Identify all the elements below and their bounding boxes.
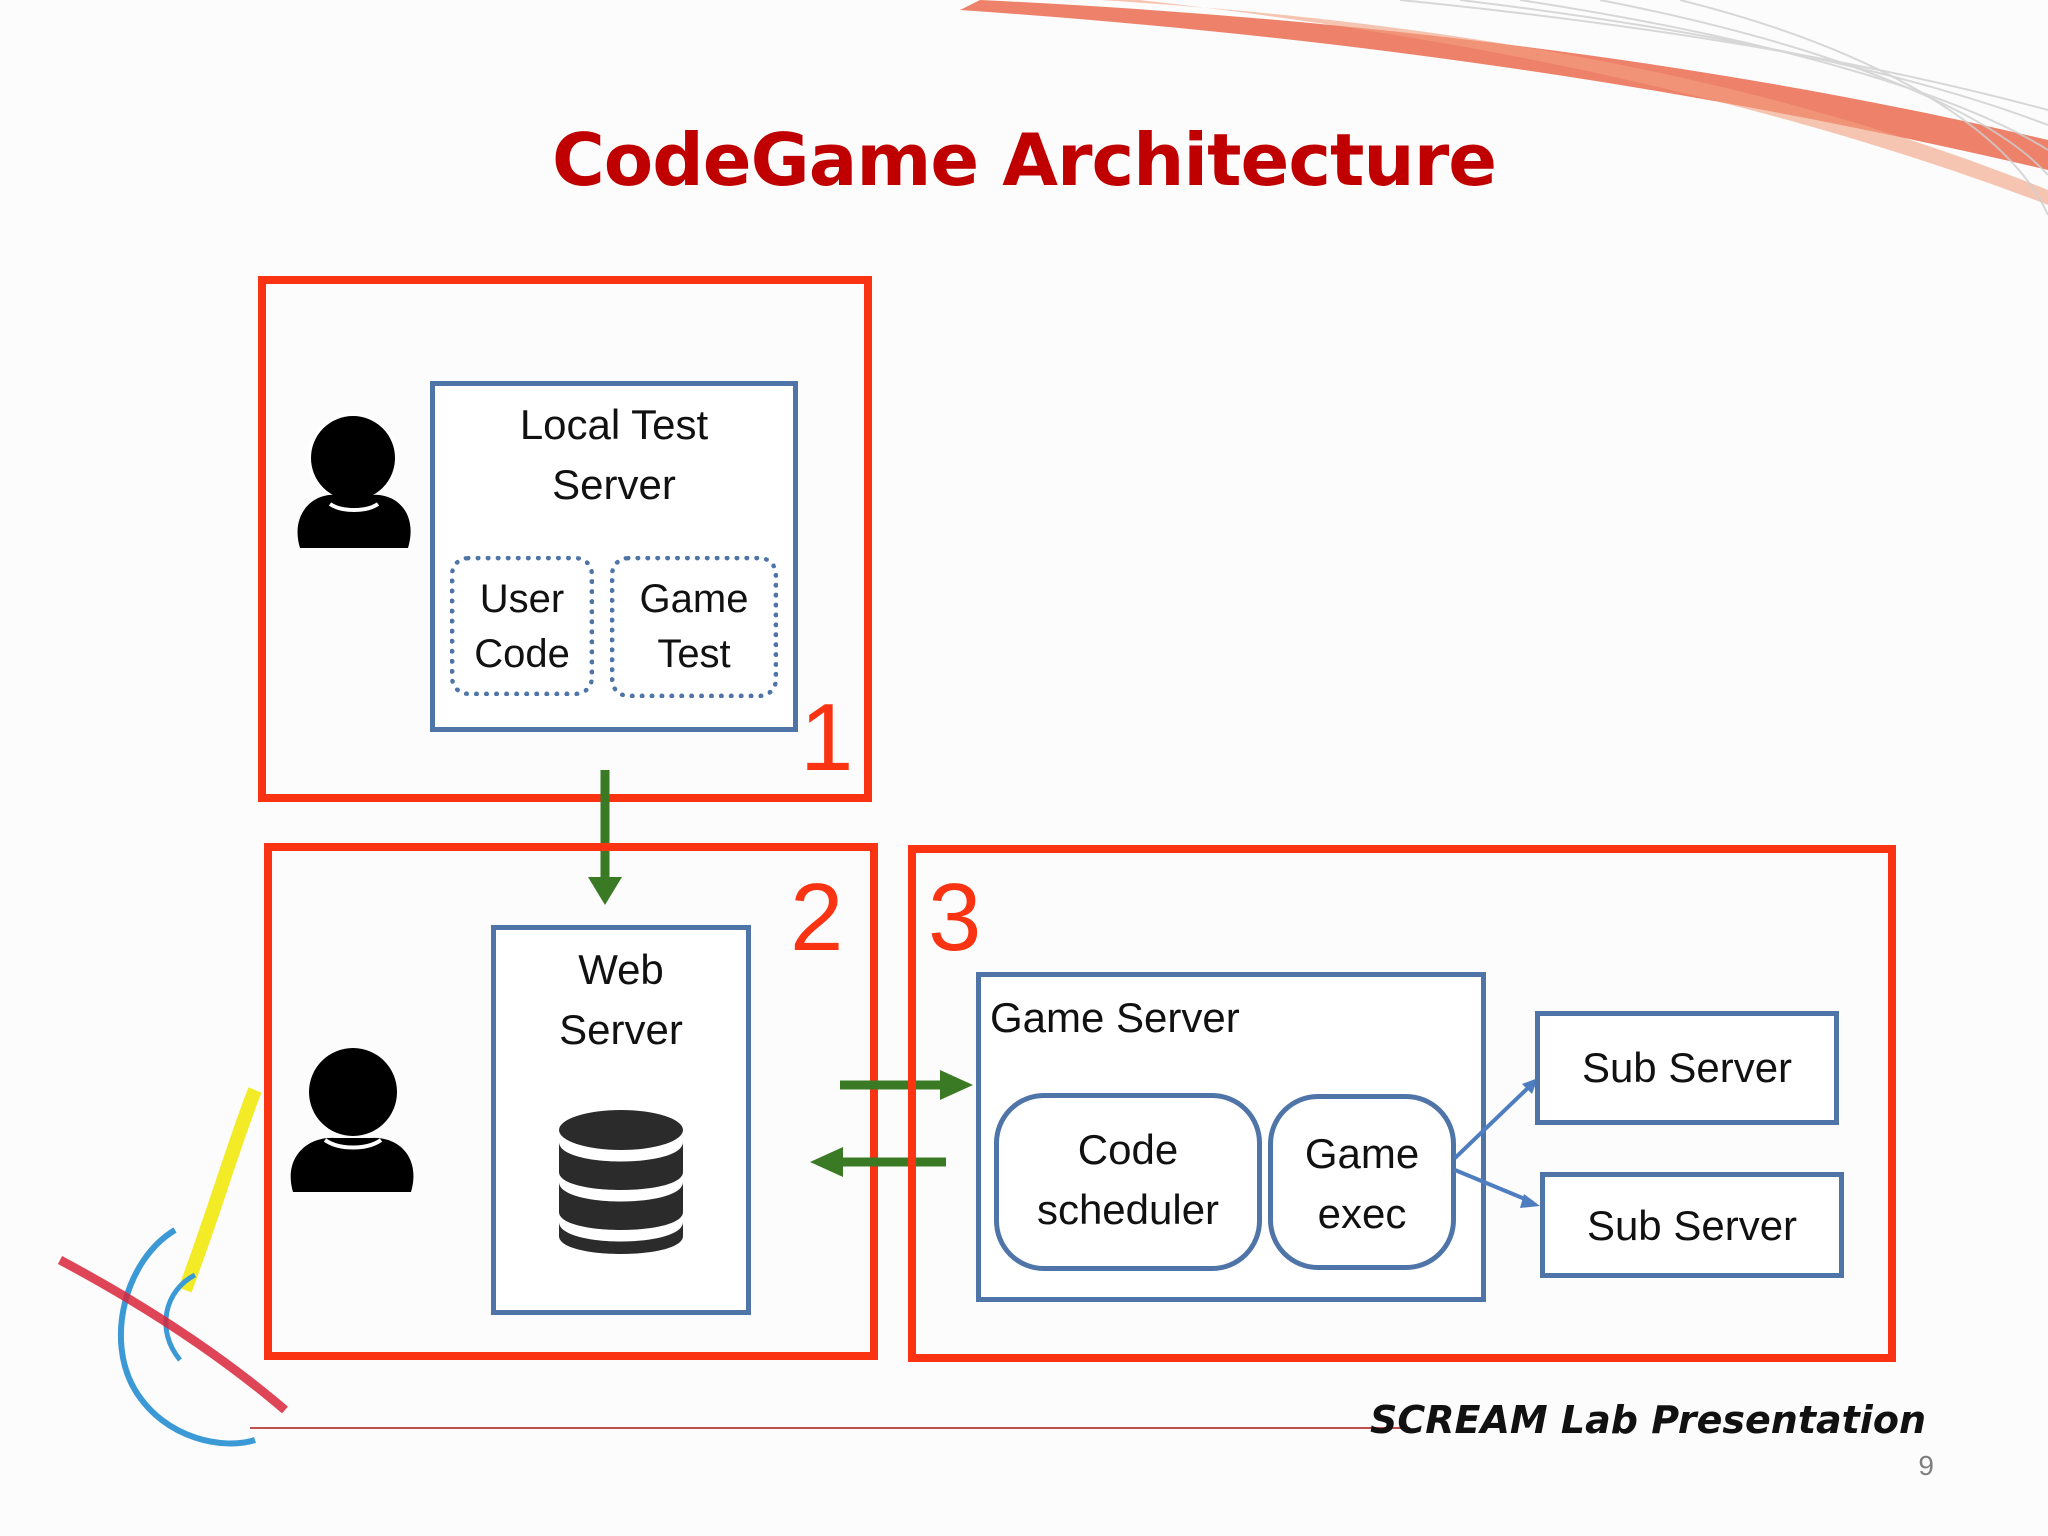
web-server-line2: Server xyxy=(559,1006,683,1053)
response-arrow xyxy=(810,1147,946,1177)
zone-3-number: 3 xyxy=(928,864,982,971)
sub-server-label-2: Sub Server xyxy=(1586,1202,1798,1249)
lab-logo-icon xyxy=(57,1087,288,1447)
code-scheduler-box xyxy=(994,1093,1262,1271)
page-number: 9 xyxy=(1918,1450,1934,1481)
game-exec-line1: Game xyxy=(1304,1130,1420,1177)
game-exec-box xyxy=(1268,1094,1456,1270)
sub-server-box-1 xyxy=(1535,1011,1839,1125)
local-test-server-label: Local Test Server xyxy=(432,395,796,515)
footer-rule xyxy=(250,1427,1410,1429)
zone-1-number: 1 xyxy=(800,684,854,791)
user-code-box xyxy=(450,556,594,696)
code-scheduler-line2: scheduler xyxy=(1036,1186,1220,1233)
local-test-server-line2: Server xyxy=(552,461,676,508)
web-server-label: Web Server xyxy=(493,940,749,1060)
sub-server-label-1: Sub Server xyxy=(1581,1044,1793,1091)
footer-text: SCREAM Lab Presentation xyxy=(1369,1398,1926,1442)
fanout-arrows xyxy=(1453,1078,1540,1208)
zone-1-box xyxy=(258,276,872,802)
user-icon xyxy=(290,1048,414,1192)
game-test-line2: Test xyxy=(657,632,731,676)
database-icon xyxy=(559,1110,683,1254)
zone-3-box xyxy=(908,845,1896,1362)
local-test-server-line1: Local Test xyxy=(519,401,709,448)
user-code-label: User Code xyxy=(450,572,594,682)
game-test-line1: Game xyxy=(639,577,749,621)
user-code-line1: User xyxy=(479,577,565,621)
zone-2-box xyxy=(264,843,878,1360)
zone-2-number: 2 xyxy=(790,864,844,971)
web-server-line1: Web xyxy=(578,946,664,993)
request-arrow xyxy=(840,1070,973,1100)
header-swoosh-decoration xyxy=(960,0,2048,216)
sub-server-box-2 xyxy=(1540,1172,1844,1278)
game-server-label: Game Server xyxy=(990,994,1240,1041)
code-scheduler-label: Code scheduler xyxy=(994,1120,1262,1240)
user-icon xyxy=(297,412,411,548)
game-test-box xyxy=(610,556,778,698)
slide-title: CodeGame Architecture xyxy=(551,118,1497,202)
game-exec-line2: exec xyxy=(1317,1190,1407,1237)
upload-arrow xyxy=(588,770,622,905)
code-scheduler-line1: Code xyxy=(1077,1126,1179,1173)
game-exec-label: Game exec xyxy=(1268,1124,1456,1244)
game-test-label: Game Test xyxy=(610,572,778,682)
user-code-line2: Code xyxy=(474,632,570,676)
